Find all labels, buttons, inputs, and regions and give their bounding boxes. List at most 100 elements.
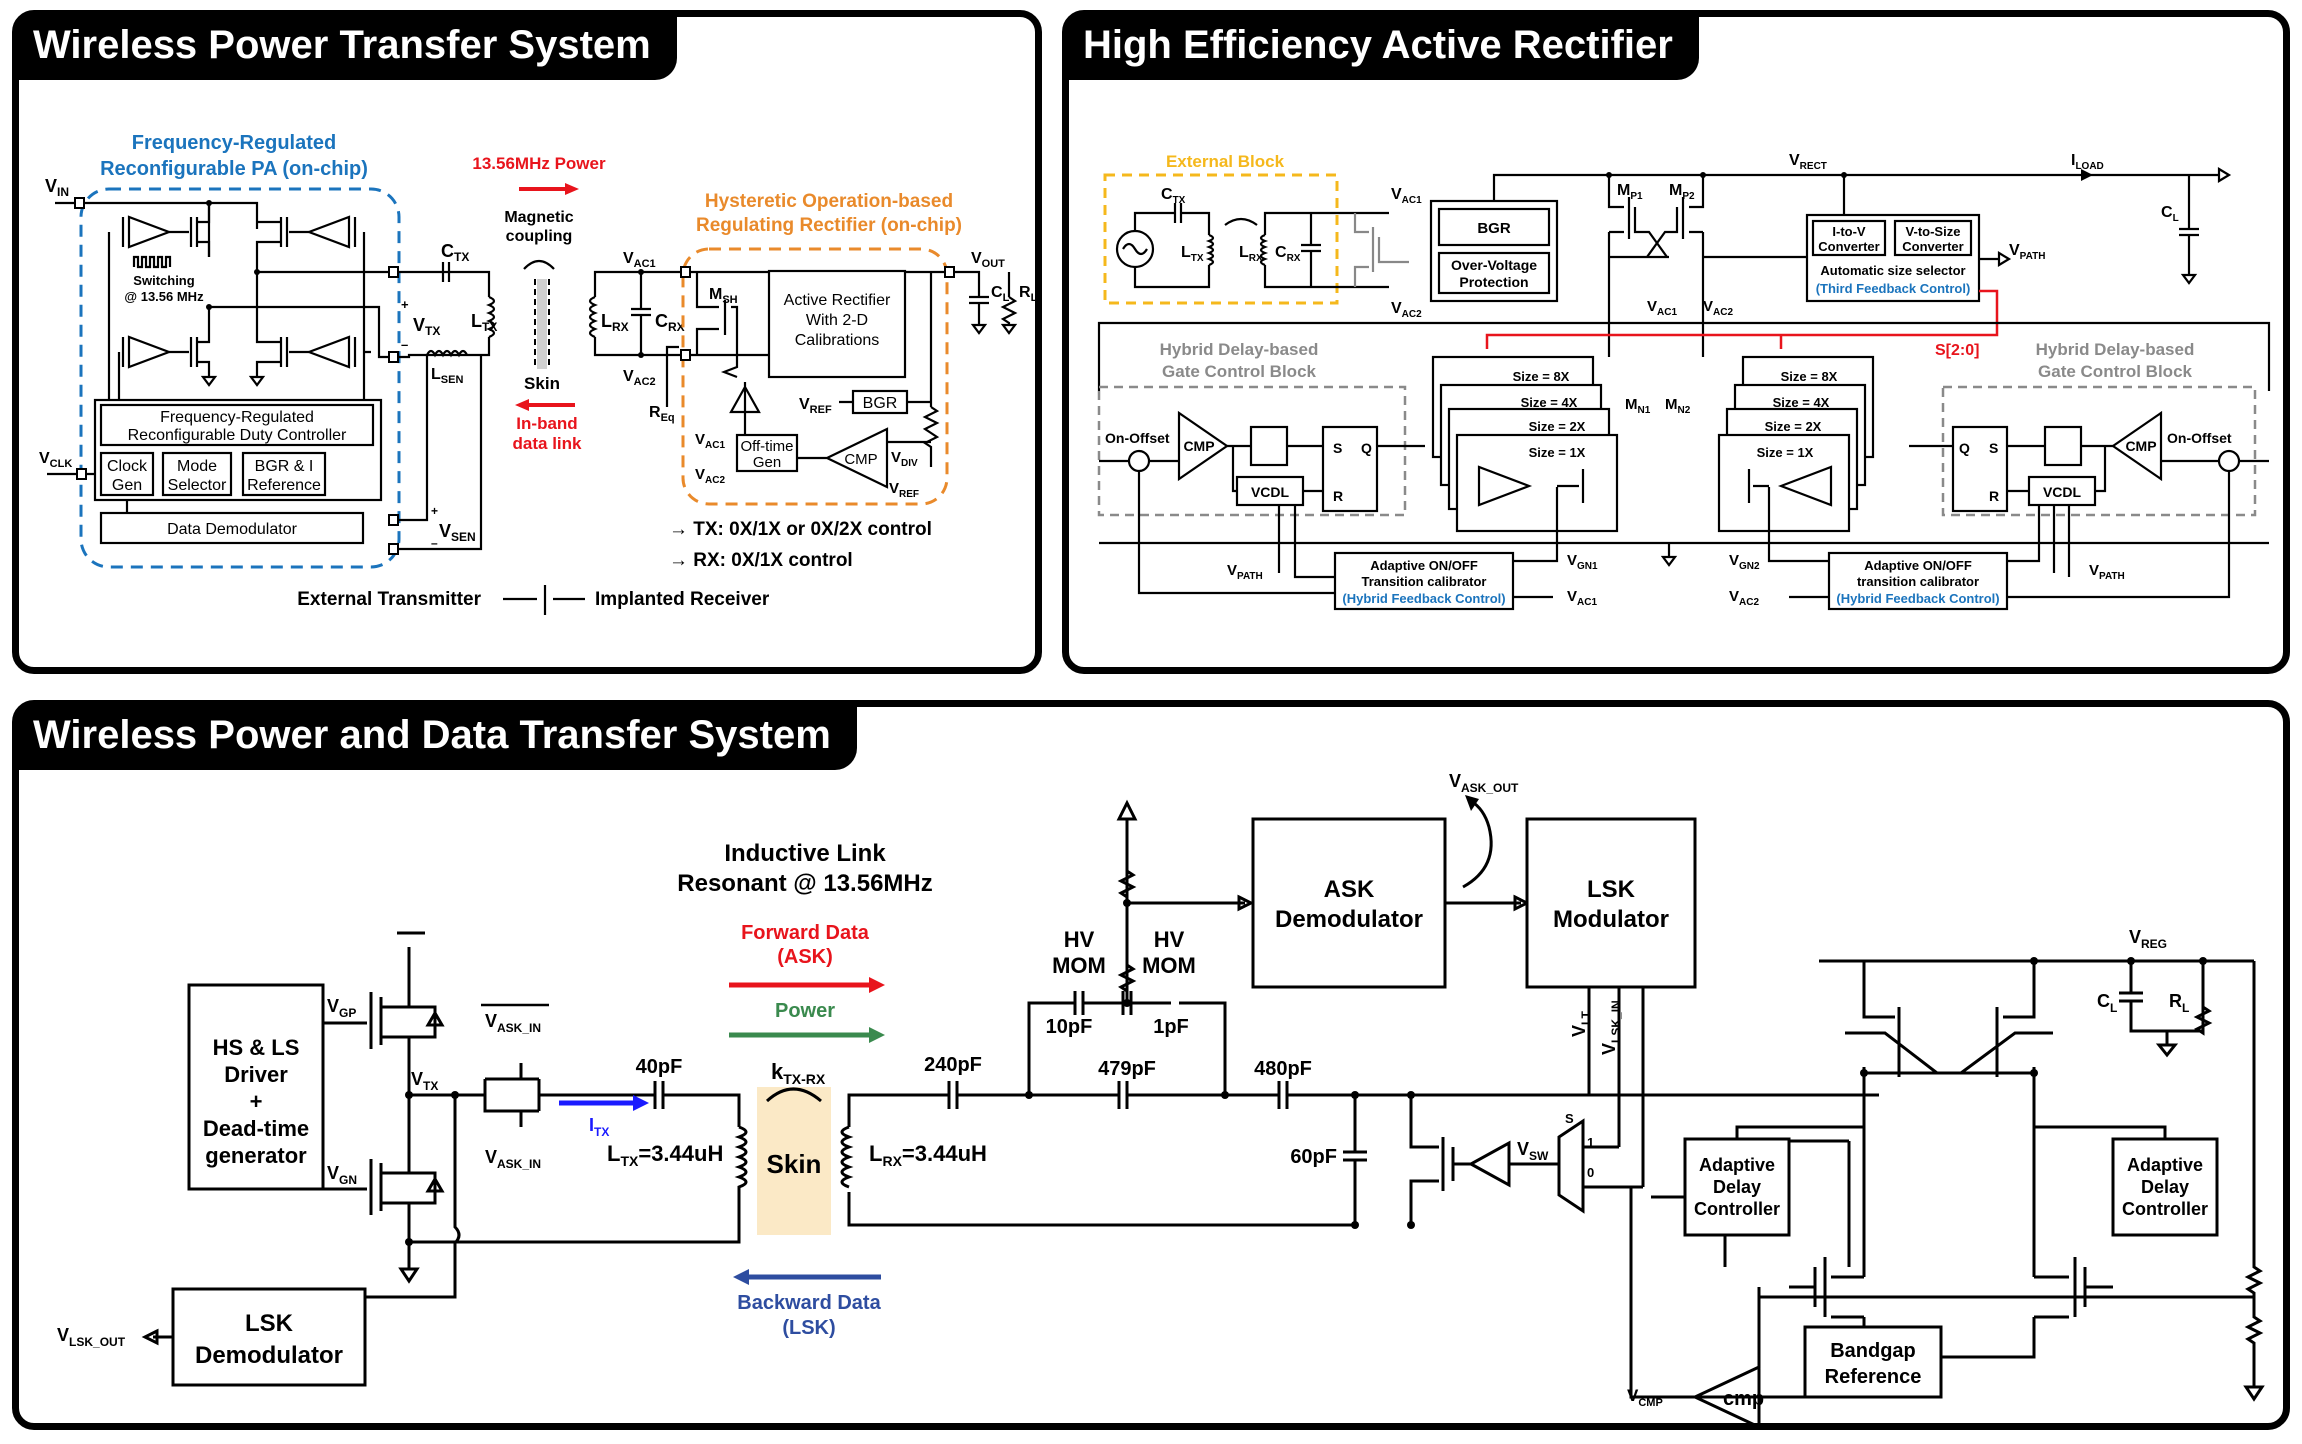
adc-left-label-2: Delay bbox=[1713, 1177, 1761, 1197]
arrowhead bbox=[1465, 795, 1479, 811]
gate-ctrl-left-region bbox=[1097, 385, 1407, 517]
vref-cmp-label: VREF bbox=[889, 480, 919, 500]
vout-pad bbox=[944, 266, 955, 278]
power-label: Power bbox=[775, 1000, 835, 1022]
ctx-capacitor-icon bbox=[1173, 203, 1183, 223]
vac1-in-label: VAC1 bbox=[695, 431, 725, 451]
vcdl-right-label: VCDL bbox=[2043, 484, 2082, 500]
rl-resistor-icon bbox=[1000, 296, 1018, 335]
rectifier-dashed-region bbox=[681, 247, 949, 506]
latch-r-label: R bbox=[1989, 488, 1999, 504]
rect-label-1: Hysteretic Operation-based bbox=[705, 191, 953, 212]
data-demodulator-box bbox=[99, 511, 365, 545]
ltx-label: LTX bbox=[1181, 244, 1204, 264]
coupling-arrow-icon bbox=[765, 1087, 822, 1103]
sr-latch-right bbox=[1951, 425, 2009, 513]
vrect-rail bbox=[1492, 173, 2219, 201]
panel-title: High Efficiency Active Rectifier bbox=[1069, 17, 1699, 80]
vclk-label: VCLK bbox=[39, 450, 72, 470]
wire bbox=[2034, 1125, 2167, 1289]
wpdt-schematic: HS & LS Driver + Dead-time generator VGP… bbox=[57, 771, 2265, 1430]
edge-detector-left bbox=[1249, 425, 1289, 467]
ground-icon bbox=[1660, 543, 1678, 567]
cl-capacitor-icon bbox=[969, 295, 989, 335]
ask-transmission-gate bbox=[483, 1063, 541, 1127]
cl-label: CL bbox=[2161, 204, 2179, 224]
mode-selector-label-1: Mode bbox=[177, 458, 217, 475]
calibrator-left-label-2: Transition calibrator bbox=[1362, 574, 1487, 589]
req-arrow bbox=[665, 345, 679, 407]
tx-pad-2 bbox=[388, 351, 399, 363]
offset-loop-wire bbox=[1097, 321, 2271, 391]
plus-sign: + bbox=[431, 504, 438, 518]
lsen-inductor-icon bbox=[426, 349, 468, 358]
rl-label: RL bbox=[1019, 284, 1038, 304]
vac2-label: VAC2 bbox=[1391, 300, 1422, 320]
tx-return-wires bbox=[323, 1093, 741, 1299]
ltx-inductor-icon bbox=[734, 1125, 748, 1192]
forward-data-label-2: (ASK) bbox=[777, 946, 833, 968]
mn1-size-stack bbox=[1431, 355, 1619, 533]
cl-label: CL bbox=[991, 284, 1010, 304]
active-rectifier-label-3: Calibrations bbox=[795, 332, 879, 349]
c60-label: 60pF bbox=[1290, 1146, 1337, 1168]
gate-ctrl-right-label-1: Hybrid Delay-based bbox=[2036, 340, 2195, 359]
divider-resistor-icon bbox=[922, 406, 940, 467]
cmp-label: CMP bbox=[844, 451, 877, 468]
latch-s-label: S bbox=[1333, 440, 1342, 456]
mode-selector-label-2: Selector bbox=[168, 477, 227, 494]
ltx-label: LTX=3.44uH bbox=[607, 1141, 723, 1169]
vpath-label: VPATH bbox=[2009, 242, 2045, 262]
pa-dashed-region bbox=[79, 187, 401, 569]
vtx-label: VTX bbox=[413, 315, 440, 338]
lsk-switch-transistor bbox=[1409, 1095, 1559, 1225]
v-to-size-label-1: V-to-Size bbox=[1906, 224, 1961, 239]
mn1-label: MN1 bbox=[1625, 396, 1651, 416]
panel-wireless-power-data-transfer: Wireless Power and Data Transfer System … bbox=[12, 700, 2290, 1430]
vask-in-label: VASK_IN bbox=[485, 1147, 541, 1171]
sense-wires bbox=[389, 355, 483, 551]
lsen-label: LSEN bbox=[431, 366, 463, 386]
offtime-label-1: Off-time bbox=[740, 438, 793, 455]
pa-label-2: Reconfigurable PA (on-chip) bbox=[100, 158, 368, 180]
vask-out-arrow bbox=[1462, 799, 1493, 889]
external-transmitter-label: External Transmitter bbox=[297, 589, 481, 610]
mode-selector-box bbox=[161, 451, 233, 497]
vdiv-label: VDIV bbox=[891, 449, 918, 469]
rectifier-schematic: External Block CTX LTX LRX CRX VAC1 VAC2… bbox=[1097, 152, 2271, 611]
crx-capacitor-icon bbox=[1301, 213, 1321, 287]
mn2-label: MN2 bbox=[1665, 396, 1691, 416]
rect-label-2: Regulating Rectifier (on-chip) bbox=[696, 215, 962, 236]
bandgap-label-1: Bandgap bbox=[1830, 1340, 1916, 1362]
cl-label: CL bbox=[2097, 991, 2117, 1015]
latch-q-label: Q bbox=[1361, 440, 1372, 456]
calibrator-right-box bbox=[1827, 551, 2009, 611]
driver-label-5: generator bbox=[205, 1143, 307, 1168]
backward-arrow-head bbox=[733, 1269, 749, 1285]
i-to-v-label-1: I-to-V bbox=[1832, 224, 1866, 239]
sen-pad-1 bbox=[388, 514, 399, 526]
offset-source-left-icon bbox=[1127, 449, 1151, 473]
cmp-right-label: CMP bbox=[2125, 438, 2156, 454]
clock-gen-box bbox=[99, 451, 155, 497]
vac2-pad bbox=[680, 349, 691, 361]
adc-right-label-1: Adaptive bbox=[2127, 1155, 2203, 1175]
ask-demodulator-label-2: Demodulator bbox=[1275, 906, 1423, 933]
power-arrow-head bbox=[565, 183, 579, 195]
iload-arrow-icon bbox=[2081, 169, 2093, 181]
vin-pad bbox=[74, 197, 85, 209]
vac1-label: VAC1 bbox=[623, 250, 656, 270]
mp2-label: MP2 bbox=[1669, 182, 1695, 202]
rx-note: → RX: 0X/1X control bbox=[669, 550, 853, 571]
vrect-label: VRECT bbox=[1789, 152, 1827, 172]
inband-label-1: In-band bbox=[516, 414, 577, 433]
vask-out-label: VASK_OUT bbox=[1449, 771, 1519, 795]
calibrator-left-box bbox=[1333, 551, 1515, 611]
mn1-size-8x: Size = 8X bbox=[1513, 369, 1570, 384]
wpt-schematic: Frequency-Regulated Reconfigurable PA (o… bbox=[39, 132, 1038, 615]
vgn2-label: VGN2 bbox=[1729, 552, 1760, 572]
driver-buffer-icon bbox=[729, 382, 761, 437]
gate-ctrl-right-region bbox=[1941, 385, 2257, 517]
duty-controller-label-2: Reconfigurable Duty Controller bbox=[128, 427, 347, 444]
load-cl-rl bbox=[2119, 961, 2213, 1058]
